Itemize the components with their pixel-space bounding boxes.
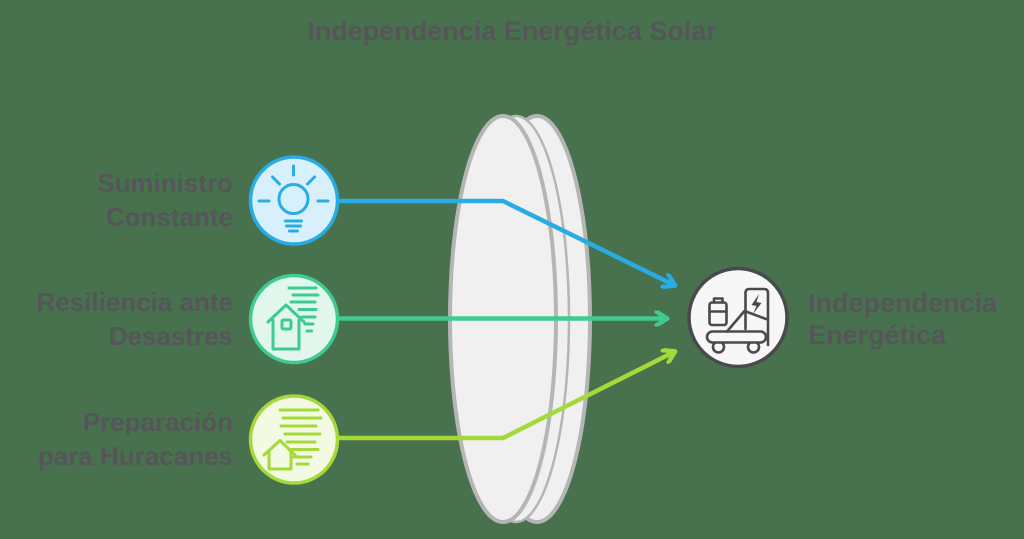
- arrow-suministro: [339, 198, 674, 285]
- label-line: Desastres: [108, 321, 233, 351]
- label-line: Independencia: [808, 288, 998, 318]
- house-tornado-icon: [266, 286, 320, 351]
- source-node-resiliencia: [248, 273, 340, 365]
- ev-charging-icon: [705, 287, 770, 354]
- label-line: Resiliencia ante: [36, 287, 233, 317]
- lightbulb-icon: [257, 164, 330, 233]
- target-node-independencia: [687, 266, 789, 369]
- label-independencia-energetica: Independencia Energética: [808, 287, 997, 351]
- label-preparacion-huracanes: Preparación para Huracanes: [38, 405, 233, 473]
- label-line: Preparación: [82, 407, 233, 437]
- arrow-preparacion: [339, 352, 674, 441]
- house-hurricane-icon: [262, 408, 323, 471]
- label-resiliencia-desastres: Resiliencia ante Desastres: [36, 285, 233, 353]
- source-node-suministro: [248, 155, 340, 246]
- label-line: para Huracanes: [37, 441, 233, 471]
- source-node-preparacion: [248, 394, 340, 485]
- label-line: Constante: [105, 202, 233, 232]
- diagram-title: Independencia Energética Solar: [307, 16, 717, 46]
- label-line: Suministro: [97, 168, 233, 198]
- label-suministro-constante: Suministro Constante: [97, 166, 233, 234]
- label-line: Energética: [808, 320, 947, 350]
